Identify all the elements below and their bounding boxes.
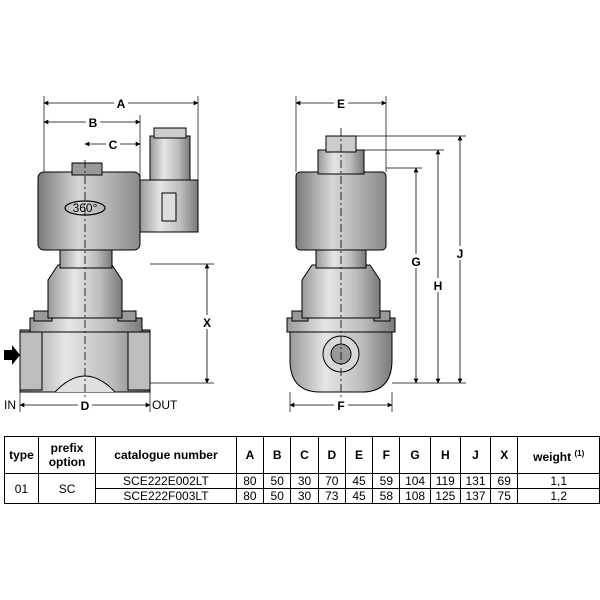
dim-J-label: J bbox=[457, 247, 464, 261]
dim-H-label: H bbox=[434, 279, 443, 293]
cell-E: 45 bbox=[344, 488, 374, 504]
header-B: B bbox=[263, 436, 292, 474]
header-G: G bbox=[399, 436, 431, 474]
dim-A-label: A bbox=[117, 97, 126, 111]
cell-F: 58 bbox=[372, 488, 401, 504]
header-X: X bbox=[490, 436, 519, 474]
table-row: SCE222F003LT 80 50 30 73 45 58 108 125 1… bbox=[5, 488, 600, 504]
header-J: J bbox=[459, 436, 492, 474]
header-F: F bbox=[372, 436, 401, 474]
cell-F: 59 bbox=[372, 473, 401, 489]
specification-table: type prefix option catalogue number A B … bbox=[4, 436, 600, 504]
cell-G: 104 bbox=[399, 473, 431, 489]
table-row: 01 SC SCE222E002LT 80 50 30 70 45 59 104… bbox=[4, 473, 600, 504]
dim-E-label: E bbox=[337, 97, 345, 111]
type-cell: 01 bbox=[4, 473, 39, 504]
port-in-label: IN bbox=[4, 398, 16, 412]
prefix-cell: SC bbox=[37, 473, 97, 504]
cell-X: 75 bbox=[490, 488, 519, 504]
valve-dimension-drawing: 360° A B C X D IN OUT bbox=[4, 96, 467, 413]
dim-G-label: G bbox=[411, 255, 420, 269]
header-prefix: prefix option bbox=[37, 436, 97, 474]
cell-J: 137 bbox=[459, 488, 492, 504]
header-E: E bbox=[344, 436, 374, 474]
dim-X-label: X bbox=[203, 316, 211, 330]
cell-A: 80 bbox=[235, 473, 265, 489]
cell-J: 131 bbox=[459, 473, 492, 489]
cell-B: 50 bbox=[263, 488, 292, 504]
side-view: E F J H G bbox=[286, 96, 467, 413]
dim-D-label: D bbox=[81, 399, 90, 413]
header-D: D bbox=[317, 436, 346, 474]
dim-F-label: F bbox=[337, 399, 344, 413]
cell-G: 108 bbox=[399, 488, 431, 504]
front-view: 360° A B C X D IN OUT bbox=[4, 96, 214, 413]
cell-D: 70 bbox=[317, 473, 346, 489]
cell-H: 119 bbox=[429, 473, 461, 489]
header-C: C bbox=[290, 436, 319, 474]
port-out-label: OUT bbox=[152, 398, 178, 412]
header-H: H bbox=[429, 436, 461, 474]
cell-B: 50 bbox=[263, 473, 292, 489]
catalogue-cell: SCE222E002LT bbox=[95, 473, 237, 489]
cell-weight: 1,1 bbox=[517, 473, 600, 489]
cell-X: 69 bbox=[490, 473, 519, 489]
dim-B-label: B bbox=[89, 116, 98, 130]
header-weight: weight (1) bbox=[517, 436, 600, 474]
cell-D: 73 bbox=[317, 488, 346, 504]
cell-E: 45 bbox=[344, 473, 374, 489]
catalogue-cell: SCE222F003LT bbox=[95, 488, 237, 504]
header-A: A bbox=[235, 436, 265, 474]
cell-C: 30 bbox=[290, 488, 319, 504]
weight-footnote-marker: (1) bbox=[574, 448, 585, 458]
header-type: type bbox=[4, 436, 39, 474]
cell-H: 125 bbox=[429, 488, 461, 504]
cell-weight: 1,2 bbox=[517, 488, 600, 504]
header-weight-label: weight bbox=[533, 449, 572, 464]
dim-C-label: C bbox=[109, 138, 118, 152]
cell-A: 80 bbox=[235, 488, 265, 504]
cell-C: 30 bbox=[290, 473, 319, 489]
header-catalogue: catalogue number bbox=[95, 436, 237, 474]
